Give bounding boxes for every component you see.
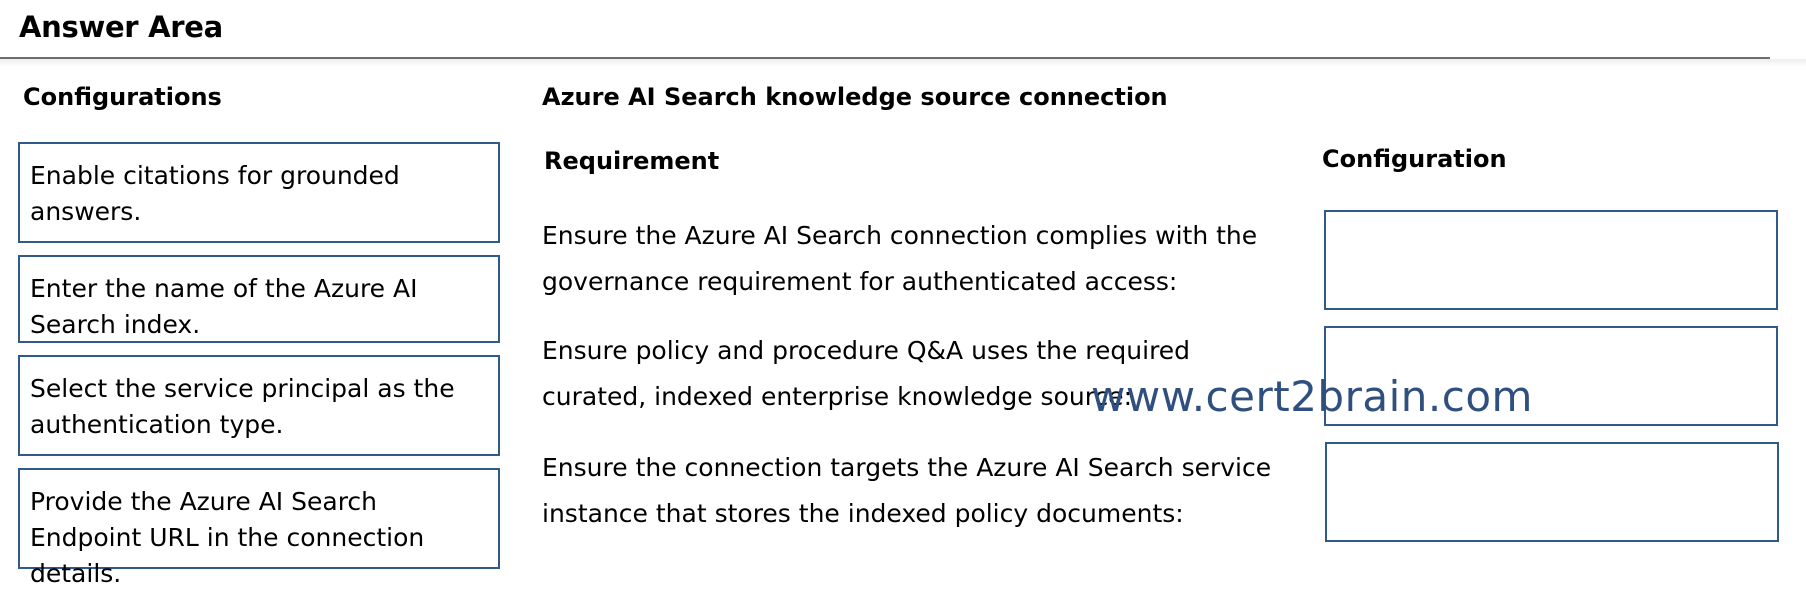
connection-heading: Azure AI Search knowledge source connect…	[542, 83, 1168, 111]
answer-slot-3[interactable]	[1325, 442, 1779, 542]
configuration-heading: Configuration	[1322, 145, 1507, 173]
answer-slot-2[interactable]	[1324, 326, 1778, 426]
config-option-index-name[interactable]: Enter the name of the Azure AI Search in…	[18, 255, 500, 343]
header-divider-shadow	[0, 59, 1806, 67]
header-divider	[0, 57, 1770, 59]
config-option-service-principal[interactable]: Select the service principal as the auth…	[18, 355, 500, 456]
config-option-endpoint-url[interactable]: Provide the Azure AI Search Endpoint URL…	[18, 468, 500, 588]
requirement-heading: Requirement	[544, 147, 720, 175]
requirement-knowledge-source: Ensure policy and procedure Q&A uses the…	[542, 336, 1191, 411]
configurations-heading: Configurations	[23, 83, 222, 111]
answer-area-title: Answer Area	[19, 10, 223, 44]
requirement-authenticated-access: Ensure the Azure AI Search connection co…	[542, 221, 1258, 296]
requirement-service-instance: Ensure the connection targets the Azure …	[542, 453, 1272, 528]
config-option-citations[interactable]: Enable citations for grounded answers.	[18, 142, 500, 243]
watermark: www.cert2brain.com	[1091, 372, 1533, 421]
answer-slot-1[interactable]	[1324, 210, 1778, 310]
